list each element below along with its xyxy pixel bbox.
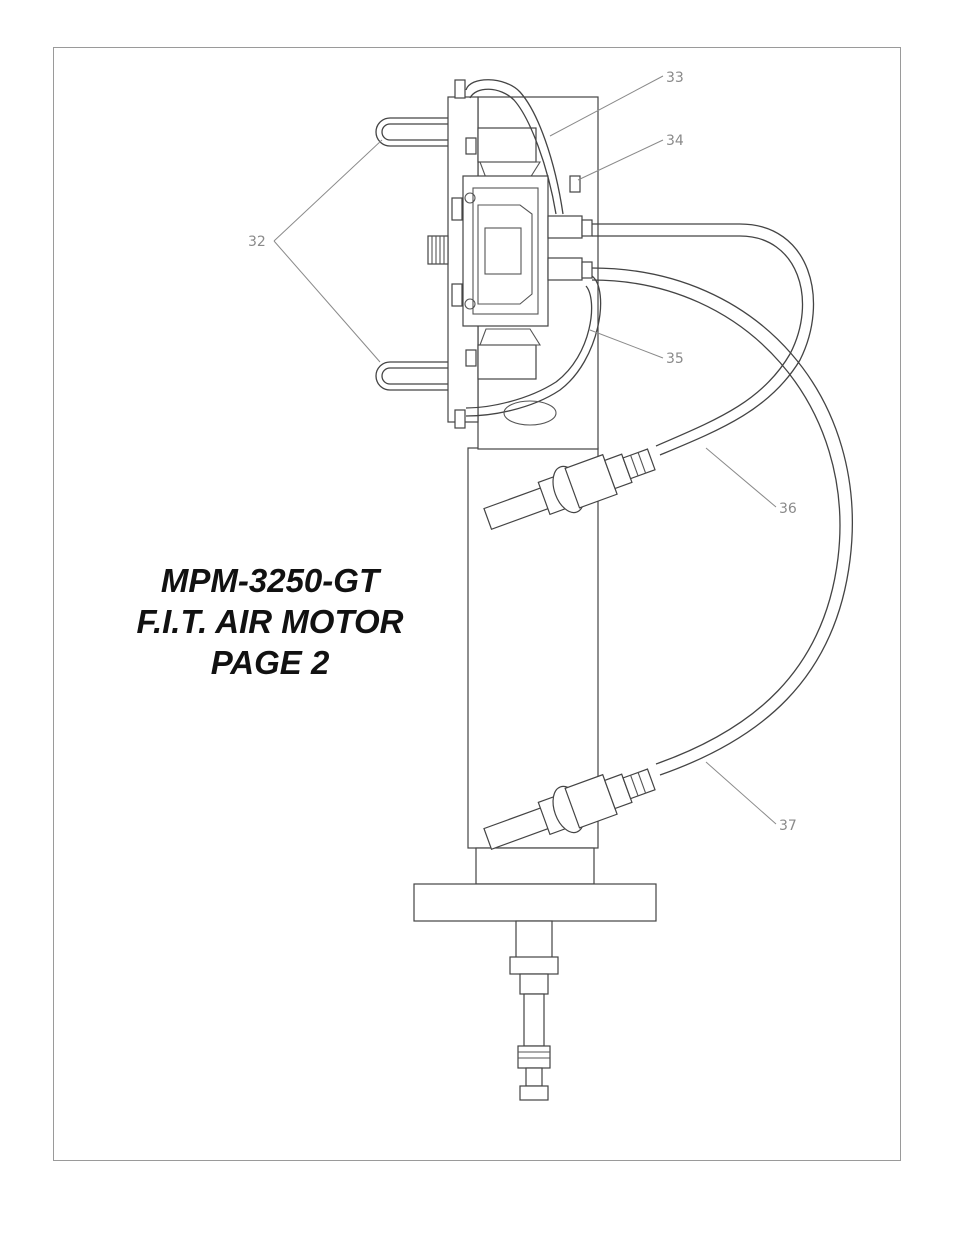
- u-tube-top: [376, 118, 448, 146]
- callout-33: 33: [666, 70, 684, 86]
- hose-upper: [592, 224, 814, 455]
- hose-lower: [592, 268, 852, 775]
- callout-34: 34: [666, 133, 684, 149]
- callout-36: 36: [779, 501, 797, 517]
- title-description: F.I.T. AIR MOTOR: [100, 601, 440, 642]
- output-shaft: [510, 921, 558, 1100]
- base-flange: [414, 884, 656, 921]
- drawing-title: MPM-3250-GT F.I.T. AIR MOTOR PAGE 2: [100, 560, 440, 683]
- callout-35: 35: [666, 351, 684, 367]
- callout-32: 32: [248, 234, 266, 250]
- u-tube-bottom: [376, 362, 448, 390]
- title-model-number: MPM-3250-GT: [100, 560, 440, 601]
- title-page-number: PAGE 2: [100, 642, 440, 683]
- callout-37: 37: [779, 818, 797, 834]
